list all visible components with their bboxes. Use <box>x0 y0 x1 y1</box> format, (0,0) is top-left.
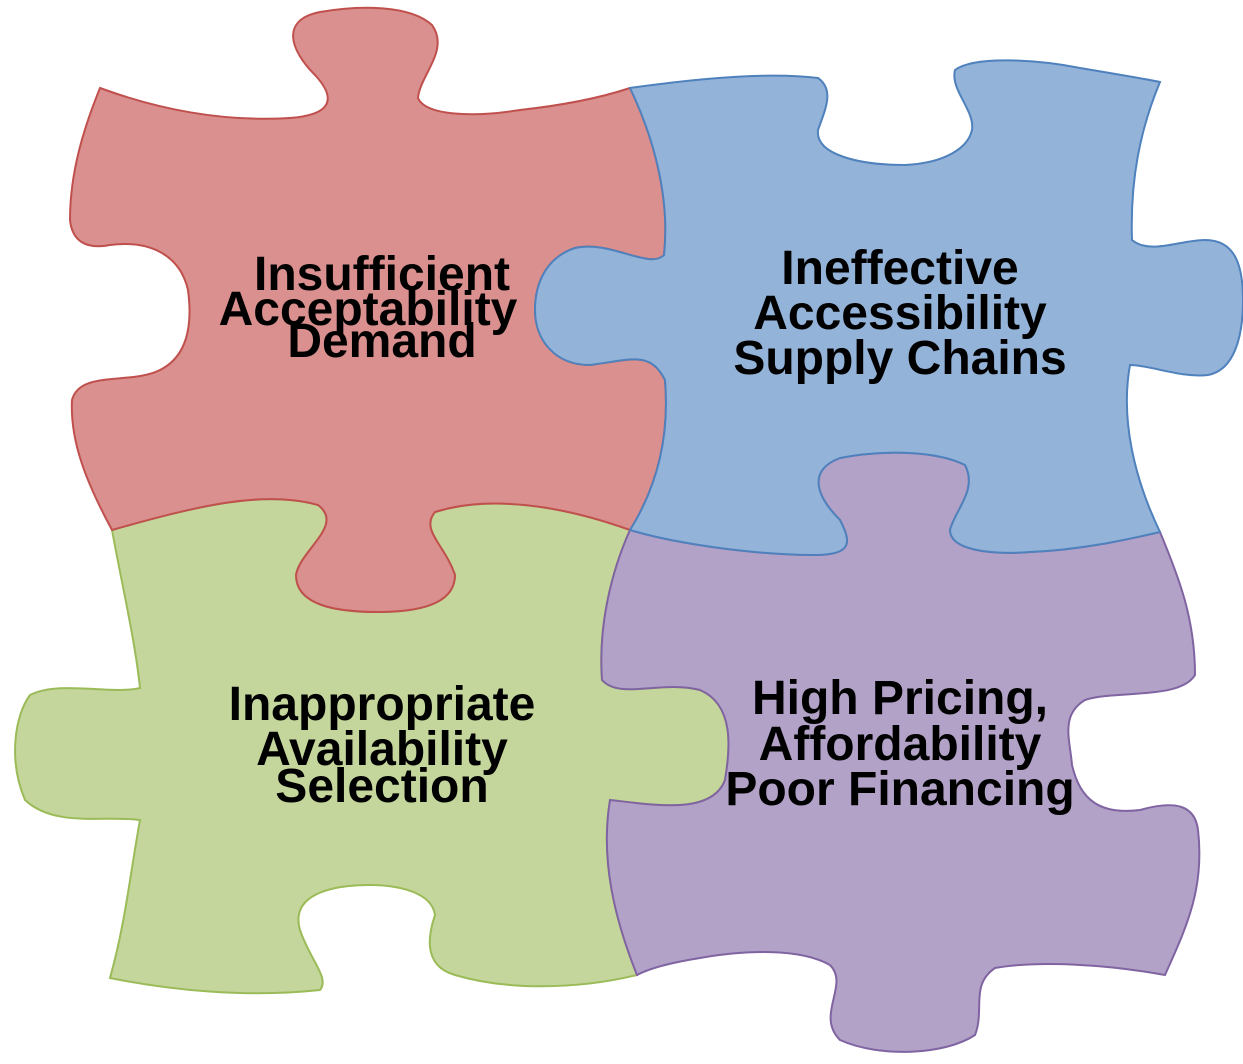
label-bottom-left: Inappropriate Availability Selection <box>229 678 536 813</box>
label-line: Availability <box>256 723 508 776</box>
label-top-right: Ineffective Accessibility Supply Chains <box>733 242 1066 385</box>
piece-top-right <box>533 59 1243 557</box>
label-line: Poor Financing <box>725 763 1074 816</box>
label-line: Supply Chains <box>733 332 1066 385</box>
label-line: Demand <box>287 315 476 368</box>
label-line: Inappropriate <box>229 678 536 731</box>
label-line: Ineffective <box>781 242 1018 295</box>
label-line: Insufficient <box>254 248 510 301</box>
label-line: Accessibility <box>753 287 1047 340</box>
label-line: Affordability <box>759 718 1042 771</box>
label-line: Acceptability <box>219 283 518 336</box>
label-bottom-right: High Pricing, Affordability Poor Financi… <box>725 672 1074 816</box>
label-line: Selection <box>275 760 488 813</box>
label-line: High Pricing, <box>752 672 1048 725</box>
label-top-left: Insufficient Acceptability Demand <box>219 248 518 368</box>
